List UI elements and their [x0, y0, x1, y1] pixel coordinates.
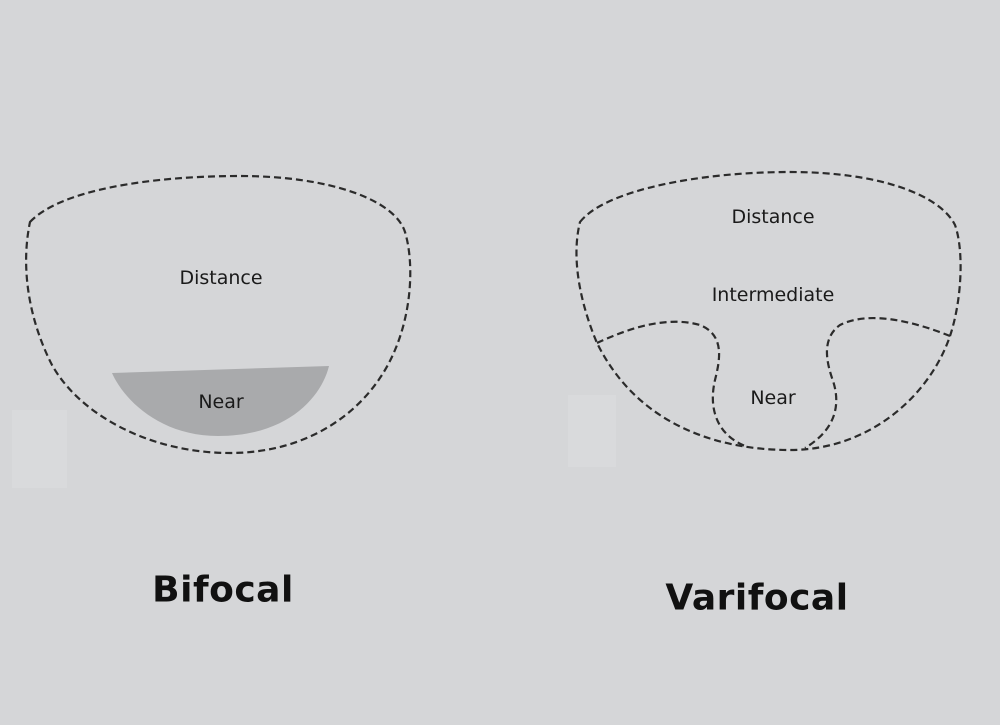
bifocal-lens-outline	[25, 174, 412, 455]
faint-watermark-left	[12, 410, 67, 488]
varifocal-lens	[575, 170, 962, 452]
varifocal-distance-label: Distance	[731, 206, 815, 228]
varifocal-left-corridor-boundary	[596, 320, 746, 448]
bifocal-near-segment	[112, 366, 329, 436]
bifocal-lens	[25, 174, 412, 455]
faint-watermark-right	[568, 395, 616, 467]
varifocal-lens-outline	[575, 170, 962, 452]
varifocal-near-label: Near	[750, 387, 796, 409]
varifocal-right-corridor-boundary	[804, 317, 951, 449]
varifocal-title: Varifocal	[665, 577, 849, 619]
bifocal-distance-label: Distance	[179, 267, 263, 289]
bifocal-near-label: Near	[198, 391, 244, 413]
varifocal-intermediate-label: Intermediate	[711, 284, 835, 306]
bifocal-title: Bifocal	[152, 569, 294, 611]
